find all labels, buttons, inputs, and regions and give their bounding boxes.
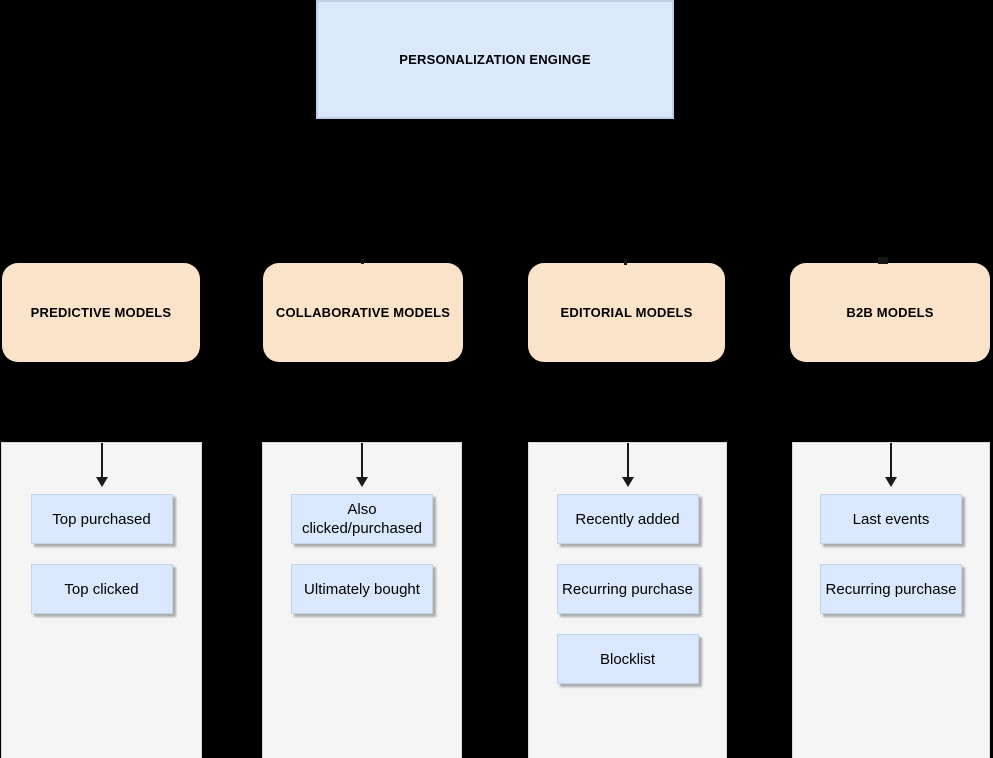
node-item: Top clicked (30, 564, 173, 614)
panel-b2b-models: Last events Recurring purchase (792, 442, 990, 758)
group-title: B2B MODELS (846, 305, 934, 320)
panel-predictive-models: Top purchased Top clicked (1, 442, 202, 758)
item-label: Also clicked/purchased (301, 501, 423, 537)
node-item: Last events (820, 494, 962, 544)
item-label: Blocklist (599, 650, 655, 668)
node-b2b-models: B2B MODELS (790, 263, 990, 362)
node-item: Also clicked/purchased (291, 494, 433, 544)
item-label: Last events (852, 510, 930, 528)
node-title: PERSONALIZATION ENGINGE (399, 52, 591, 67)
node-editorial-models: EDITORIAL MODELS (528, 263, 725, 362)
connector-arrowhead-notch (878, 257, 888, 264)
item-label: Top clicked (64, 580, 139, 598)
node-item: Recurring purchase (820, 564, 962, 614)
panel-editorial-models: Recently added Recurring purchase Blockl… (528, 442, 727, 758)
item-label: Top purchased (52, 510, 151, 528)
node-item: Top purchased (30, 494, 173, 544)
node-item: Recently added (556, 494, 699, 544)
connector-arrowhead-notch (624, 259, 627, 265)
item-label: Recurring purchase (562, 580, 693, 598)
node-collaborative-models: COLLABORATIVE MODELS (263, 263, 463, 362)
group-title: PREDICTIVE MODELS (30, 305, 172, 320)
node-personalization-engine: PERSONALIZATION ENGINGE (316, 0, 674, 119)
arrow-down-icon (884, 443, 898, 488)
item-label: Recurring purchase (825, 580, 957, 598)
arrow-down-icon (355, 443, 369, 488)
node-predictive-models: PREDICTIVE MODELS (2, 263, 200, 362)
connector-arrowhead-notch (361, 259, 364, 264)
node-item: Recurring purchase (556, 564, 699, 614)
node-item: Ultimately bought (291, 564, 433, 614)
item-label: Ultimately bought (304, 580, 420, 598)
arrow-down-icon (621, 443, 635, 488)
item-label: Recently added (575, 510, 680, 528)
group-title: COLLABORATIVE MODELS (275, 305, 451, 320)
panel-collaborative-models: Also clicked/purchased Ultimately bought (262, 442, 462, 758)
node-item: Blocklist (556, 634, 699, 684)
arrow-down-icon (95, 443, 109, 488)
group-title: EDITORIAL MODELS (560, 305, 693, 320)
